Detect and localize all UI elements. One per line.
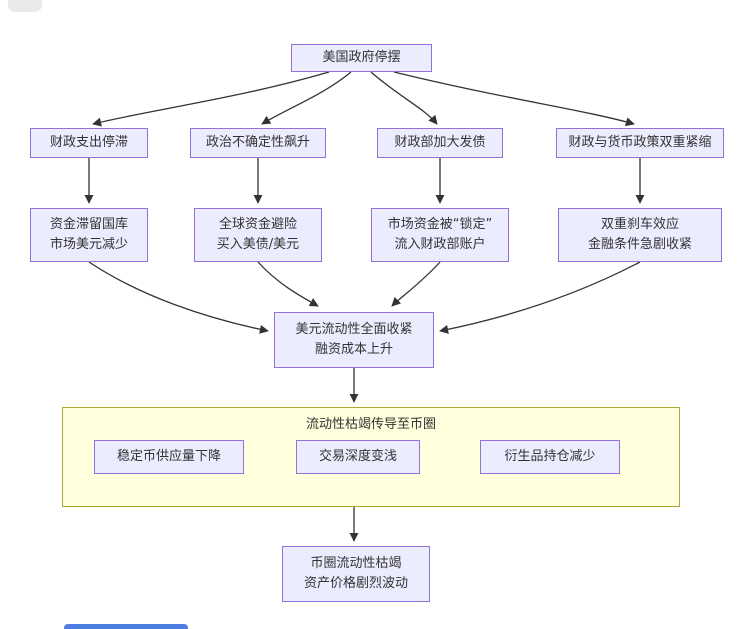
node-crypto-liquidity-depleted: 币圈流动性枯竭 资产价格剧烈波动 [282,546,430,602]
corner-button[interactable] [8,0,42,12]
node-trading-depth-shallow: 交易深度变浅 [296,440,420,474]
node-dollar-liquidity-tightening: 美元流动性全面收紧 融资成本上升 [274,312,434,368]
node-stablecoin-supply-drop: 稳定币供应量下降 [94,440,244,474]
node-political-uncertainty: 政治不确定性飙升 [190,128,326,158]
node-government-shutdown: 美国政府停摆 [291,44,432,72]
edge-root-branch3 [370,71,438,125]
node-market-funds-locked: 市场资金被“锁定” 流入财政部账户 [371,208,509,262]
node-fiscal-spending-stall: 财政支出停滞 [30,128,148,158]
edge-effect2-convergence [257,261,319,307]
partial-bottom-button[interactable] [64,624,188,629]
edge-effect1-convergence [88,261,269,334]
node-double-tightening: 财政与货币政策双重紧缩 [556,128,724,158]
node-global-safe-haven: 全球资金避险 买入美债/美元 [194,208,322,262]
node-treasury-issuance: 财政部加大发债 [377,128,503,158]
edge-root-branch4 [393,71,635,127]
node-derivatives-positions-drop: 衍生品持仓减少 [480,440,620,474]
edge-effect4-convergence [439,261,641,334]
edge-root-branch1 [92,71,330,127]
subgraph-title: 流动性枯竭传导至币圈 [305,417,436,432]
edge-effect3-convergence [391,261,441,307]
node-funds-stuck-treasury: 资金滞留国库 市场美元减少 [30,208,148,262]
node-double-brake-effect: 双重刹车效应 金融条件急剧收紧 [558,208,722,262]
edge-root-branch2 [261,71,352,125]
